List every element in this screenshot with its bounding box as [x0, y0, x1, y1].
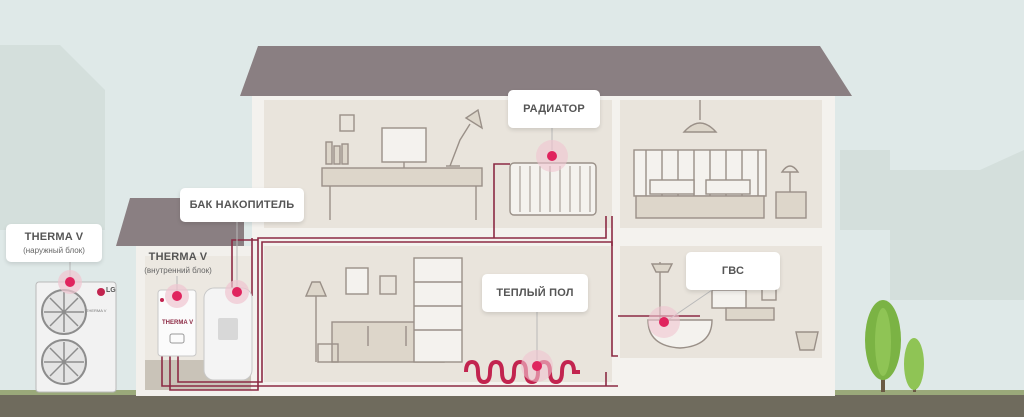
- marker-floor: [521, 312, 553, 382]
- radiator: [509, 162, 597, 216]
- outdoor-unit: [35, 281, 117, 393]
- label-tank-title: БАК НАКОПИТЕЛЬ: [189, 199, 295, 211]
- label-radiator: РАДИАТОР: [508, 90, 600, 128]
- label-outdoor-subtitle: (наружный блок): [23, 246, 85, 255]
- marker-outdoor: [58, 260, 82, 294]
- label-outdoor-title: THERMA V: [24, 231, 84, 243]
- marker-tank: [225, 222, 249, 304]
- underfloor-heating-coil: [464, 359, 580, 385]
- bathroom-furniture: [647, 262, 819, 351]
- label-floor-title: ТЕПЛЫЙ ПОЛ: [496, 287, 574, 299]
- storage-tank: [203, 287, 253, 381]
- marker-radiator: [536, 128, 568, 172]
- label-outdoor-unit: THERMA V (наружный блок): [6, 224, 102, 262]
- study-furniture: [321, 108, 484, 220]
- heating-pipes: [161, 163, 700, 391]
- label-indoor-subtitle: (внутренний блок): [144, 266, 212, 275]
- label-storage-tank: БАК НАКОПИТЕЛЬ: [180, 188, 304, 222]
- outdoor-brand-text: LG: [106, 287, 116, 294]
- house-roof: [240, 46, 852, 96]
- indoor-logo-text: THERMA V: [162, 320, 194, 326]
- background-buildings: [0, 45, 1024, 300]
- label-dhw-title: ГВС: [721, 265, 745, 277]
- trees: [865, 300, 924, 392]
- label-dhw: ГВС: [686, 252, 780, 290]
- living-furniture: [304, 257, 463, 363]
- bedroom-furniture: [633, 100, 807, 219]
- floor-slab: [264, 228, 822, 246]
- label-underfloor-heating: ТЕПЛЫЙ ПОЛ: [482, 274, 588, 312]
- marker-dhw: [648, 289, 713, 338]
- outdoor-logo-text: THERMA V: [86, 308, 107, 313]
- ground: [0, 394, 1024, 417]
- marker-indoor: [165, 276, 189, 308]
- label-indoor-title: THERMA V: [148, 251, 208, 263]
- label-indoor-unit: THERMA V (внутренний блок): [132, 248, 224, 278]
- lg-logo-icon: [97, 288, 105, 296]
- label-radiator-title: РАДИАТОР: [523, 103, 585, 115]
